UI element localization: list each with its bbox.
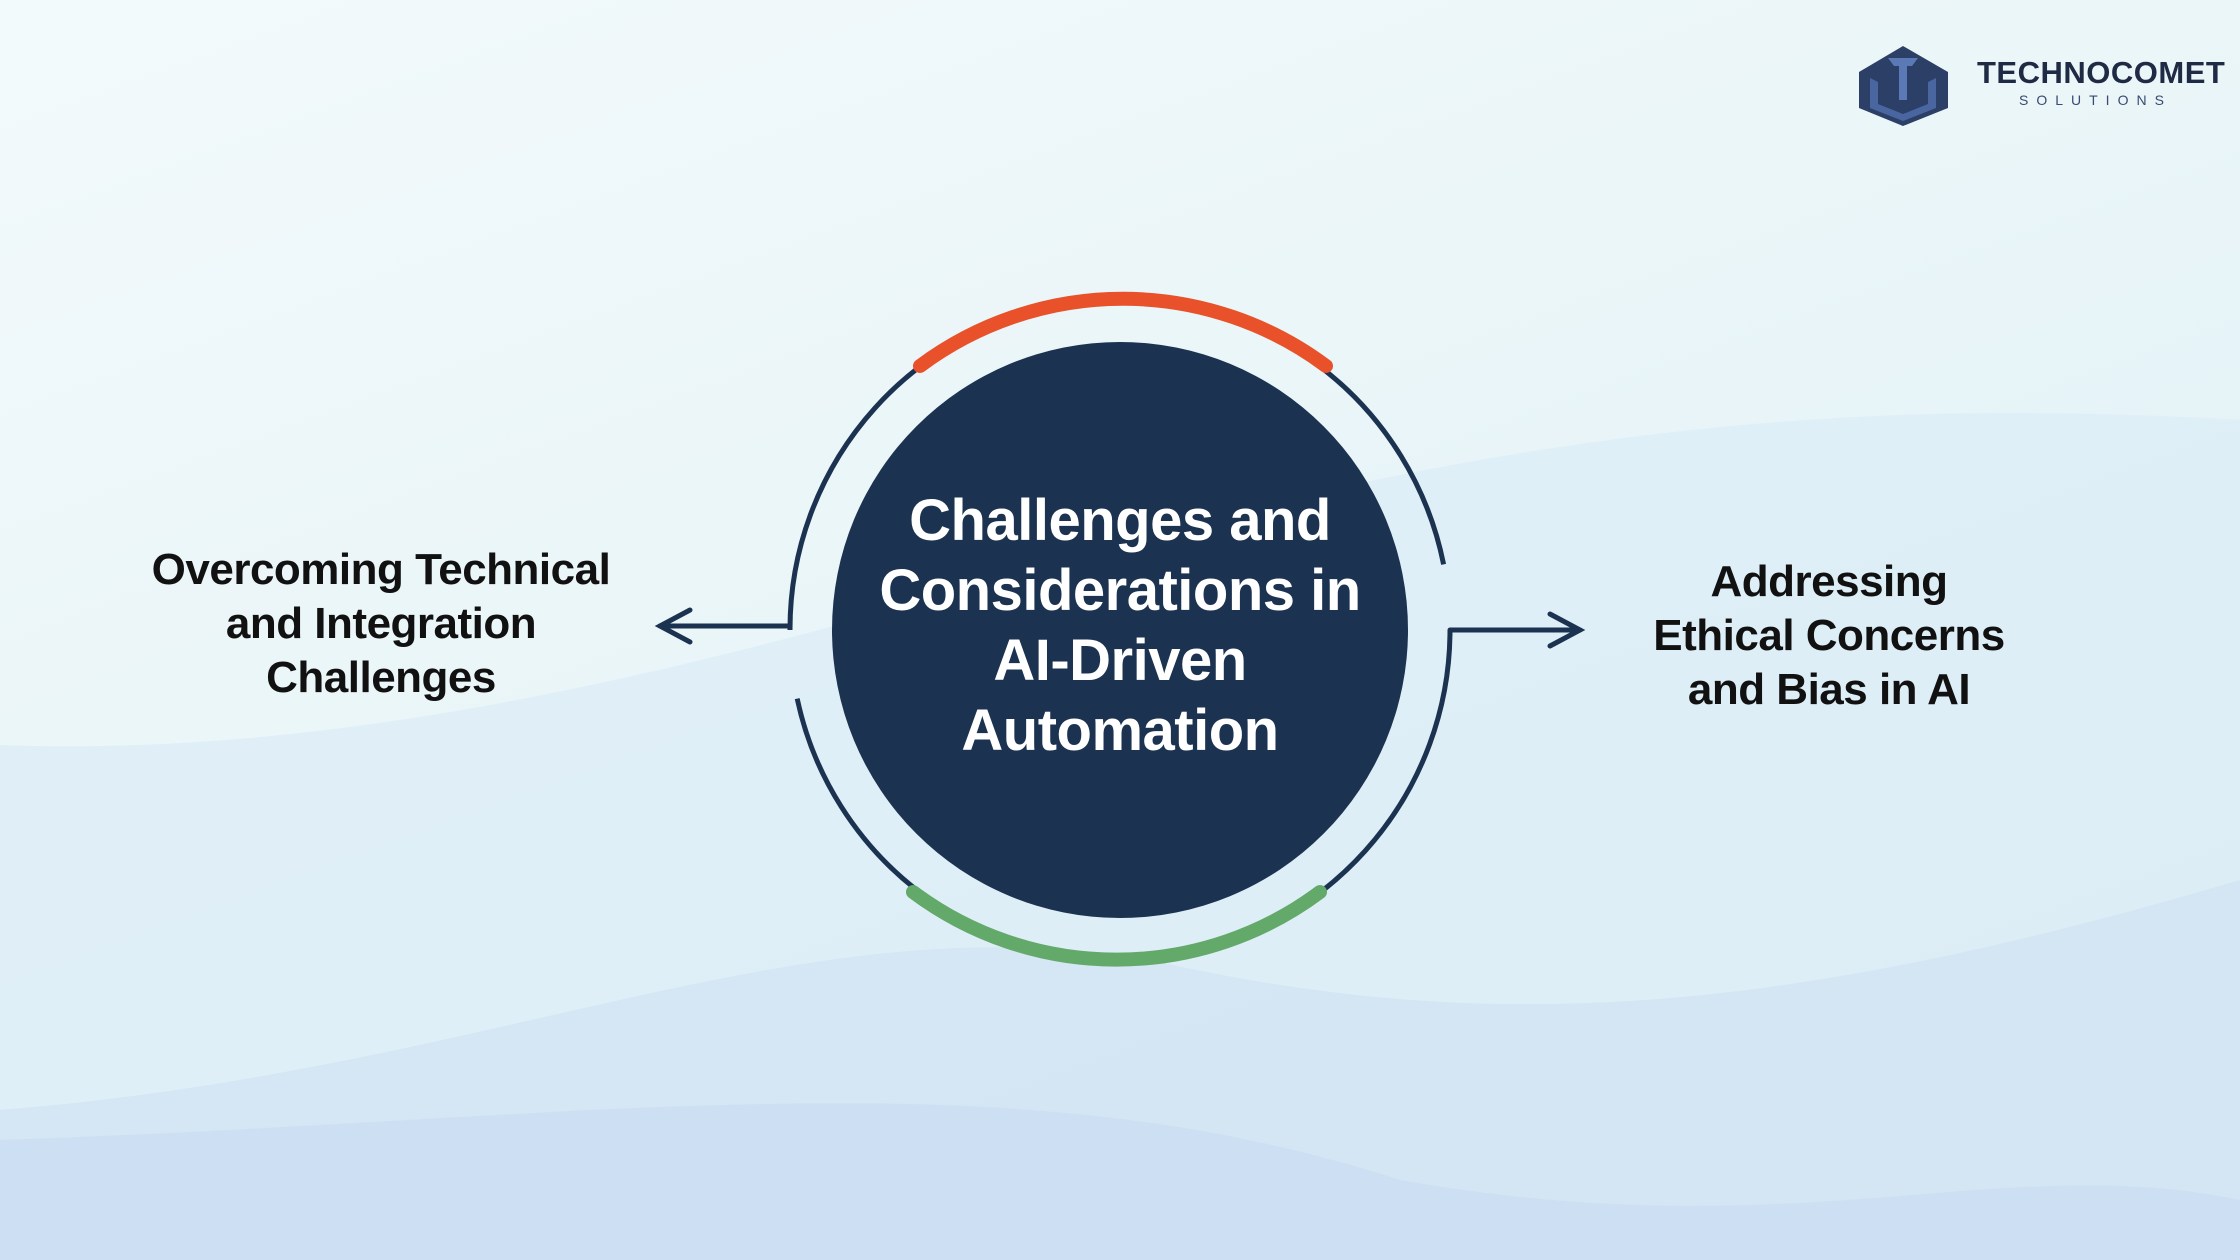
green-accent-arc xyxy=(906,885,1327,967)
center-title-line: Automation xyxy=(961,698,1279,763)
right-arrow-icon xyxy=(1447,611,1586,649)
left-arrow-icon xyxy=(654,607,793,645)
center-title: Challenges and Considerations in AI-Driv… xyxy=(820,486,1420,766)
logo-name: TECHNOCOMET xyxy=(1977,55,2226,90)
left-item-label: Overcoming Technical and Integration Cha… xyxy=(131,543,631,705)
right-item-line: Ethical Concerns xyxy=(1653,611,2005,660)
right-item-line: Addressing xyxy=(1710,557,1948,606)
center-circle xyxy=(832,342,1408,918)
center-title-line: AI-Driven xyxy=(993,628,1247,693)
left-item-line: Overcoming Technical xyxy=(151,545,611,594)
left-item-line: Challenges xyxy=(266,653,496,702)
logo-tagline: SOLUTIONS xyxy=(2019,92,2172,108)
orange-accent-arc xyxy=(913,291,1333,373)
left-item-line: and Integration xyxy=(225,599,537,648)
right-item-label: Addressing Ethical Concerns and Bias in … xyxy=(1579,555,2079,717)
center-title-line: Challenges and xyxy=(909,488,1331,553)
right-item-line: and Bias in AI xyxy=(1687,665,1971,714)
center-title-line: Considerations in xyxy=(879,558,1361,623)
